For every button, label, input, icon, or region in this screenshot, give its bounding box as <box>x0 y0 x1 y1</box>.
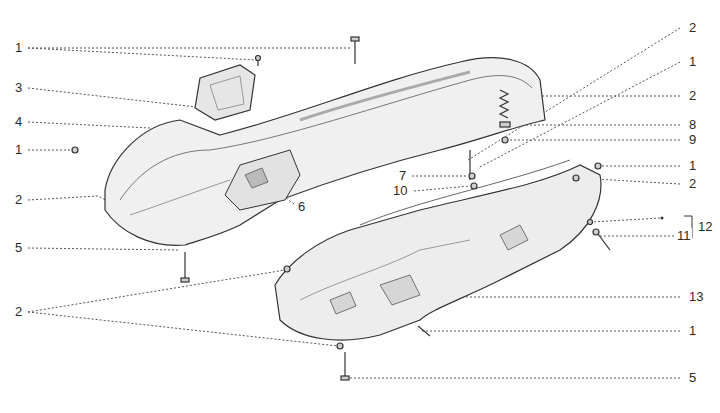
callout-number: 1 <box>14 142 23 158</box>
callout-number: 2 <box>688 20 697 36</box>
callout-number: 2 <box>688 176 697 192</box>
callout-number: 1 <box>14 40 23 56</box>
callout-number: 1 <box>688 158 697 174</box>
callout-number: 5 <box>688 370 697 386</box>
callout-number: 10 <box>392 183 408 199</box>
callout-number: 8 <box>688 117 697 133</box>
callout-number: 7 <box>398 168 407 184</box>
callout-number: 1 <box>688 54 697 70</box>
callout-number: 9 <box>688 132 697 148</box>
callout-number: 2 <box>14 304 23 320</box>
callout-number: 5 <box>14 240 23 256</box>
callout-number: 2 <box>688 88 697 104</box>
leader-lines <box>28 28 680 378</box>
callout-number: 6 <box>297 199 306 215</box>
callout-number: 13 <box>688 289 704 305</box>
callout-number: 1 <box>688 323 697 339</box>
callout-number: 11 <box>676 228 692 244</box>
callout-number: 3 <box>14 80 23 96</box>
callout-number: 4 <box>14 114 23 130</box>
callout-number: 12 <box>697 219 713 235</box>
callout-number: 2 <box>14 192 23 208</box>
